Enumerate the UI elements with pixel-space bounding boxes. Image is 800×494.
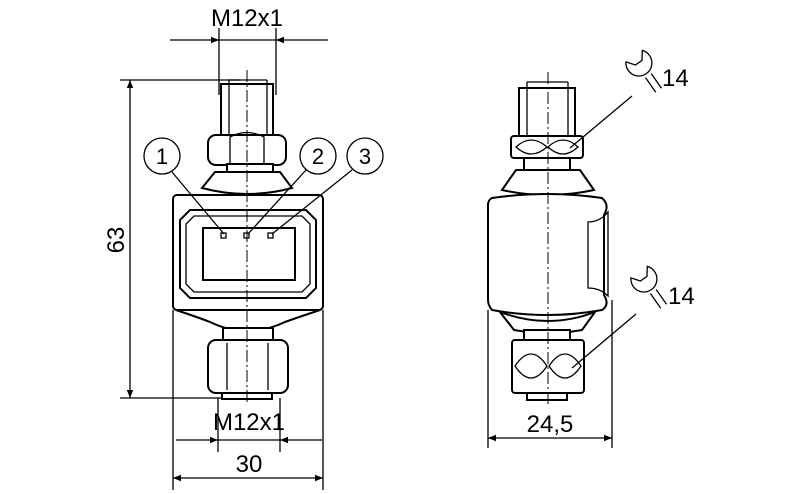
side-width-dimension: 24,5 [487,300,613,448]
svg-text:1: 1 [156,144,168,169]
bottom-thread-label: M12x1 [213,409,285,436]
width-dimension: 30 [172,310,324,490]
callout-2: 2 [247,137,337,235]
top-thread-dimension: M12x1 [170,5,328,95]
wrench-size-top: 14 [569,49,689,149]
side-view: 14 14 24,5 [487,49,695,448]
sensor-front-outline [172,70,324,405]
svg-text:2: 2 [312,144,324,169]
wrench-icon [630,265,668,309]
front-view: M12x1 63 [103,5,384,490]
callout-3: 3 [271,137,384,235]
callout-1: 1 [143,137,225,235]
wrench-size-bottom: 14 [571,265,695,369]
height-label: 63 [103,227,130,254]
side-width-label: 24,5 [527,411,574,438]
width-label: 30 [236,451,263,478]
height-dimension: 63 [103,79,270,399]
wrench-bottom-label: 14 [668,283,695,310]
sensor-side-outline [487,72,609,405]
bottom-thread-dimension: M12x1 [176,398,322,452]
wrench-top-label: 14 [662,65,689,92]
svg-text:3: 3 [359,144,371,169]
top-thread-label: M12x1 [211,5,283,32]
wrench-icon [625,49,663,93]
